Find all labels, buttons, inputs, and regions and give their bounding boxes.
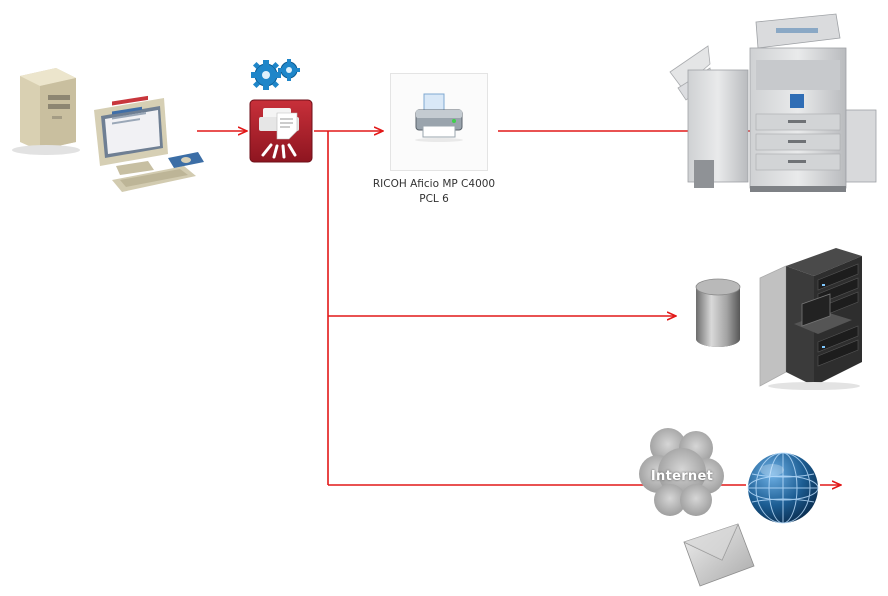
internet-label: Internet: [650, 469, 714, 484]
cloud-icon: [639, 428, 724, 516]
multifunction-copier-icon: [669, 13, 877, 192]
desktop-computer-icon: [12, 68, 204, 192]
printer-name-line1: RICOH Aficio MP C4000: [372, 178, 496, 190]
printer-queue-label: RICOH Aficio MP C4000 PCL 6: [370, 177, 498, 207]
globe-icon: [747, 452, 819, 524]
print-software-icon: [249, 99, 313, 163]
database-icon: [695, 278, 741, 347]
server-rack-icon: [759, 248, 862, 390]
gears-icon: [251, 59, 300, 90]
printer-queue-tile[interactable]: [390, 73, 488, 171]
envelope-icon: [683, 523, 755, 587]
printer-name-line2: PCL 6: [419, 193, 449, 205]
printer-icon: [415, 93, 463, 142]
